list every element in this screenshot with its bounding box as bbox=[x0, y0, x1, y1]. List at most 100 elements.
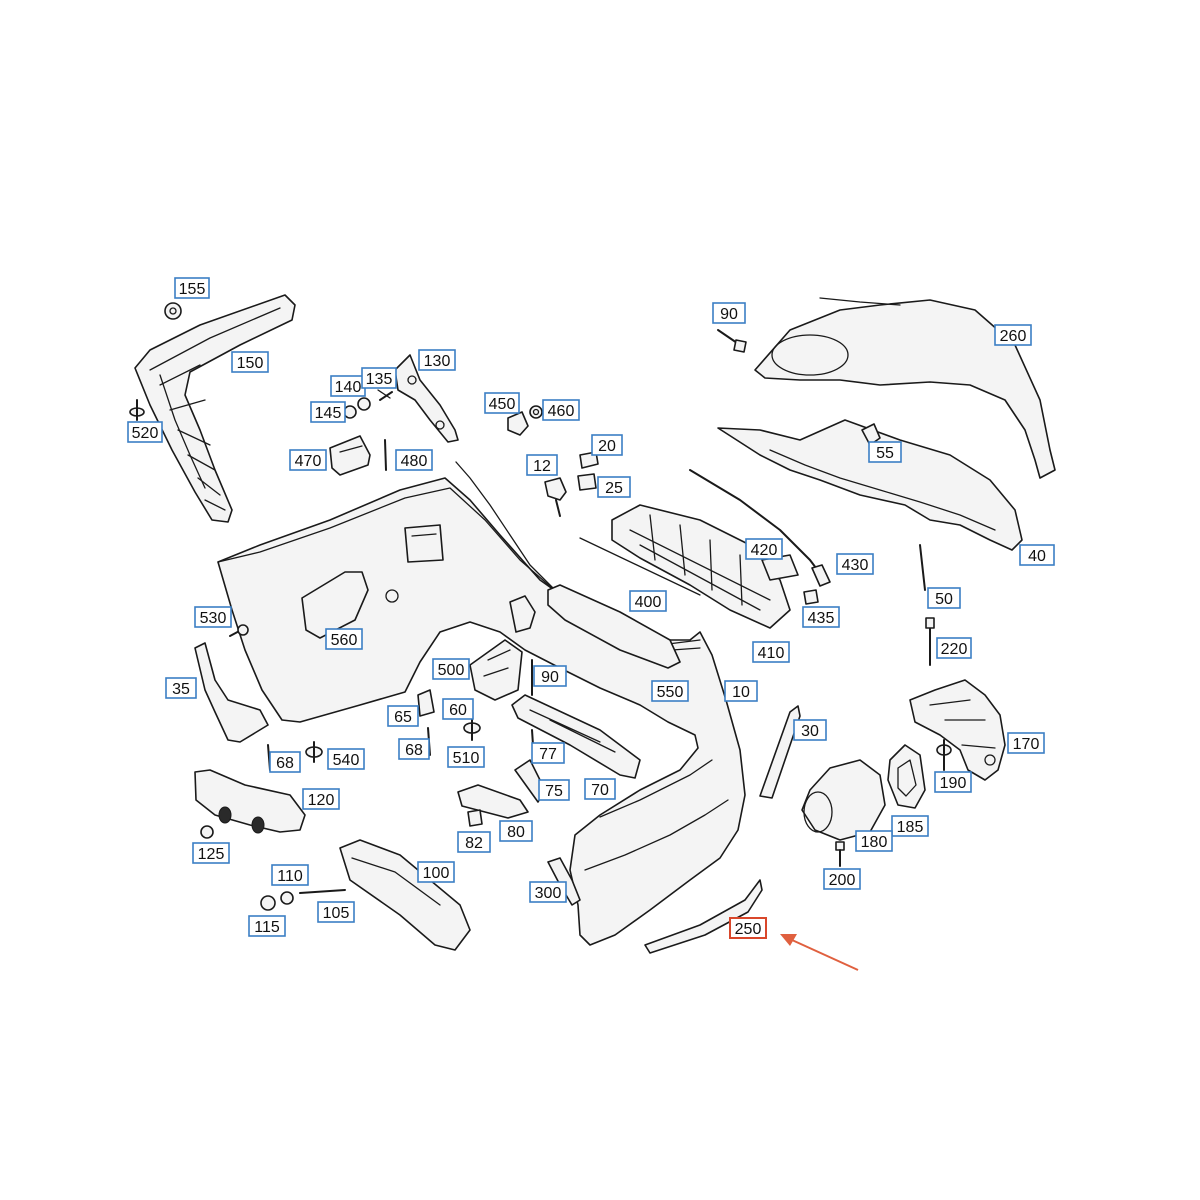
callout-260: 260 bbox=[994, 324, 1032, 346]
callout-550: 550 bbox=[651, 680, 689, 702]
callout-number: 420 bbox=[751, 542, 778, 559]
callout-box bbox=[793, 719, 827, 741]
parts-layer bbox=[129, 294, 1056, 954]
callout-90: 90 bbox=[712, 302, 746, 324]
part-250-lower-trim bbox=[644, 879, 763, 954]
callout-number: 77 bbox=[539, 746, 557, 763]
callout-70: 70 bbox=[584, 778, 616, 800]
part-90-pin-top bbox=[717, 329, 747, 353]
callout-135: 135 bbox=[361, 367, 397, 389]
callout-400: 400 bbox=[629, 590, 667, 612]
callout-130: 130 bbox=[418, 349, 456, 371]
callout-number: 12 bbox=[533, 458, 551, 475]
callout-510: 510 bbox=[447, 746, 485, 768]
callout-220: 220 bbox=[936, 637, 972, 659]
callout-number: 155 bbox=[179, 281, 206, 298]
callout-435: 435 bbox=[802, 606, 840, 628]
part-185-ring bbox=[887, 744, 926, 809]
callout-box bbox=[418, 349, 456, 371]
callout-115: 115 bbox=[248, 915, 286, 937]
callout-77: 77 bbox=[531, 742, 565, 764]
part-180-housing bbox=[801, 759, 886, 841]
callout-number: 130 bbox=[424, 353, 451, 370]
part-550-trim bbox=[547, 584, 681, 669]
callout-480: 480 bbox=[395, 449, 433, 471]
part-470-cover bbox=[329, 435, 371, 476]
part-12-holder bbox=[544, 477, 567, 517]
callout-65: 65 bbox=[387, 705, 419, 727]
callout-box bbox=[248, 915, 286, 937]
callout-200: 200 bbox=[823, 868, 861, 890]
callout-box bbox=[325, 628, 363, 650]
callout-number: 70 bbox=[591, 782, 609, 799]
callout-number: 115 bbox=[254, 919, 280, 936]
callout-75: 75 bbox=[538, 779, 570, 801]
part-120-bracket bbox=[194, 769, 306, 839]
callout-185: 185 bbox=[891, 815, 929, 837]
part-520-screw bbox=[129, 399, 145, 421]
part-55-clip bbox=[861, 423, 881, 446]
callout-number: 90 bbox=[720, 306, 738, 323]
part-450-460-sensor bbox=[507, 405, 543, 436]
callout-box bbox=[387, 705, 419, 727]
callout-box bbox=[533, 665, 567, 687]
callout-box bbox=[802, 606, 840, 628]
callout-number: 68 bbox=[405, 742, 423, 759]
part-220-bolt bbox=[925, 617, 935, 666]
callout-number: 105 bbox=[323, 905, 350, 922]
part-400-grille bbox=[579, 504, 791, 629]
callout-box bbox=[1019, 544, 1055, 566]
callout-number: 435 bbox=[808, 610, 835, 627]
callout-box bbox=[231, 351, 269, 373]
callout-105: 105 bbox=[317, 901, 355, 923]
callout-430: 430 bbox=[836, 553, 874, 575]
callout-number: 250 bbox=[735, 921, 762, 938]
part-35-side-bracket bbox=[194, 642, 269, 743]
callout-box bbox=[934, 771, 972, 793]
callout-box bbox=[192, 842, 230, 864]
callout-box bbox=[361, 367, 397, 389]
part-190-bolt bbox=[936, 739, 952, 771]
part-30-strip bbox=[759, 705, 801, 799]
callout-number: 125 bbox=[198, 846, 225, 863]
part-140-135-145-clips bbox=[343, 389, 393, 419]
callout-number: 25 bbox=[605, 480, 623, 497]
callout-box bbox=[531, 742, 565, 764]
callout-box bbox=[836, 553, 874, 575]
callout-box bbox=[823, 868, 861, 890]
callout-35: 35 bbox=[165, 677, 197, 699]
callout-number: 540 bbox=[333, 752, 360, 769]
part-155-nut bbox=[164, 302, 182, 320]
callout-10: 10 bbox=[724, 680, 758, 702]
callout-68: 68 bbox=[269, 751, 301, 773]
highlight-arrow bbox=[780, 934, 859, 971]
callout-number: 480 bbox=[401, 453, 428, 470]
callout-box bbox=[165, 677, 197, 699]
callout-box bbox=[499, 820, 533, 842]
part-530-screw bbox=[229, 624, 249, 637]
callout-number: 520 bbox=[132, 425, 159, 442]
callout-140: 140 bbox=[330, 375, 366, 397]
part-260-diffuser bbox=[754, 297, 1056, 479]
callout-180: 180 bbox=[855, 830, 893, 852]
part-50-rod bbox=[919, 544, 926, 591]
callout-470: 470 bbox=[289, 449, 327, 471]
callout-box bbox=[310, 401, 346, 423]
callout-box bbox=[927, 587, 961, 609]
part-170-bracket bbox=[909, 679, 1006, 781]
callout-40: 40 bbox=[1019, 544, 1055, 566]
callout-20: 20 bbox=[591, 434, 623, 456]
callout-box bbox=[327, 748, 365, 770]
callout-number: 410 bbox=[758, 645, 785, 662]
callout-box bbox=[868, 441, 902, 463]
callout-box bbox=[442, 698, 474, 720]
callout-50: 50 bbox=[927, 587, 961, 609]
callout-530: 530 bbox=[194, 606, 232, 628]
callout-450: 450 bbox=[484, 392, 520, 414]
part-500-bracket bbox=[469, 639, 523, 701]
callout-box bbox=[194, 606, 232, 628]
callout-number: 500 bbox=[438, 662, 465, 679]
callout-number: 560 bbox=[331, 632, 358, 649]
callout-number: 510 bbox=[453, 750, 480, 767]
callout-box bbox=[395, 449, 433, 471]
